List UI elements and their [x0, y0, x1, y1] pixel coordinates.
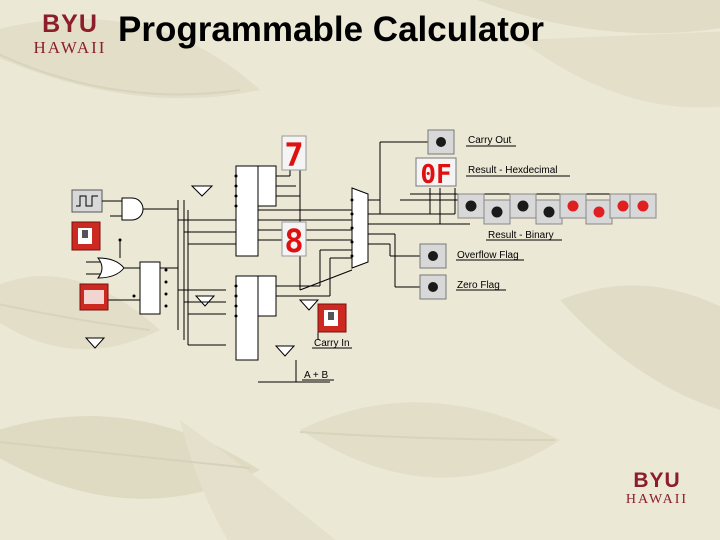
byu-hawaii-logo-top: BYU HAWAII [30, 10, 110, 57]
lower-seven-segment: 8 [284, 222, 303, 260]
ground-icon [84, 337, 106, 349]
a-plus-b-label: A + B [304, 370, 329, 381]
logo-byu-text: BYU [633, 469, 681, 492]
slide-title: Programmable Calculator [118, 10, 544, 49]
result-binary-label: Result - Binary [488, 230, 554, 241]
ground-icon [274, 345, 296, 357]
binary-led-2 [517, 200, 529, 212]
logo-hawaii-text: HAWAII [625, 492, 689, 507]
and-gate [121, 197, 144, 221]
hex-result-display: 0F [420, 160, 451, 190]
or-gate [96, 257, 125, 279]
carry-out-led [436, 137, 446, 147]
result-hex-label: Result - Hexdecimal [468, 165, 557, 176]
ground-icon [190, 185, 214, 197]
overflow-led [428, 251, 438, 261]
input-switch-b[interactable] [79, 283, 109, 311]
binary-led-7 [637, 200, 649, 212]
ground-icon [298, 299, 320, 311]
zero-led [428, 282, 438, 292]
binary-result-leds [465, 200, 649, 218]
binary-led-6 [617, 200, 629, 212]
binary-led-3 [543, 206, 555, 218]
upper-seven-segment: 7 [284, 136, 303, 174]
zero-flag-label: Zero Flag [457, 280, 500, 291]
counter-chip [139, 261, 161, 315]
register-chip [235, 165, 259, 257]
overflow-flag-label: Overflow Flag [457, 250, 519, 261]
alu-block [351, 187, 369, 269]
logo-byu-text: BYU [42, 10, 98, 38]
binary-led-5 [593, 206, 605, 218]
input-switch-a[interactable] [71, 221, 101, 251]
register-chip [257, 275, 277, 317]
clock-icon [71, 189, 103, 213]
binary-led-0 [465, 200, 477, 212]
register-chip [257, 165, 277, 207]
binary-led-1 [491, 206, 503, 218]
logo-hawaii-text: HAWAII [33, 38, 107, 57]
register-chip [235, 275, 259, 361]
carry-out-label: Carry Out [468, 135, 512, 146]
binary-led-4 [567, 200, 579, 212]
carry-in-label: Carry In [314, 338, 350, 349]
ground-icon [194, 295, 216, 307]
byu-hawaii-logo-bottom: BYU HAWAII [624, 470, 690, 507]
carry-in-switch[interactable] [317, 303, 347, 333]
